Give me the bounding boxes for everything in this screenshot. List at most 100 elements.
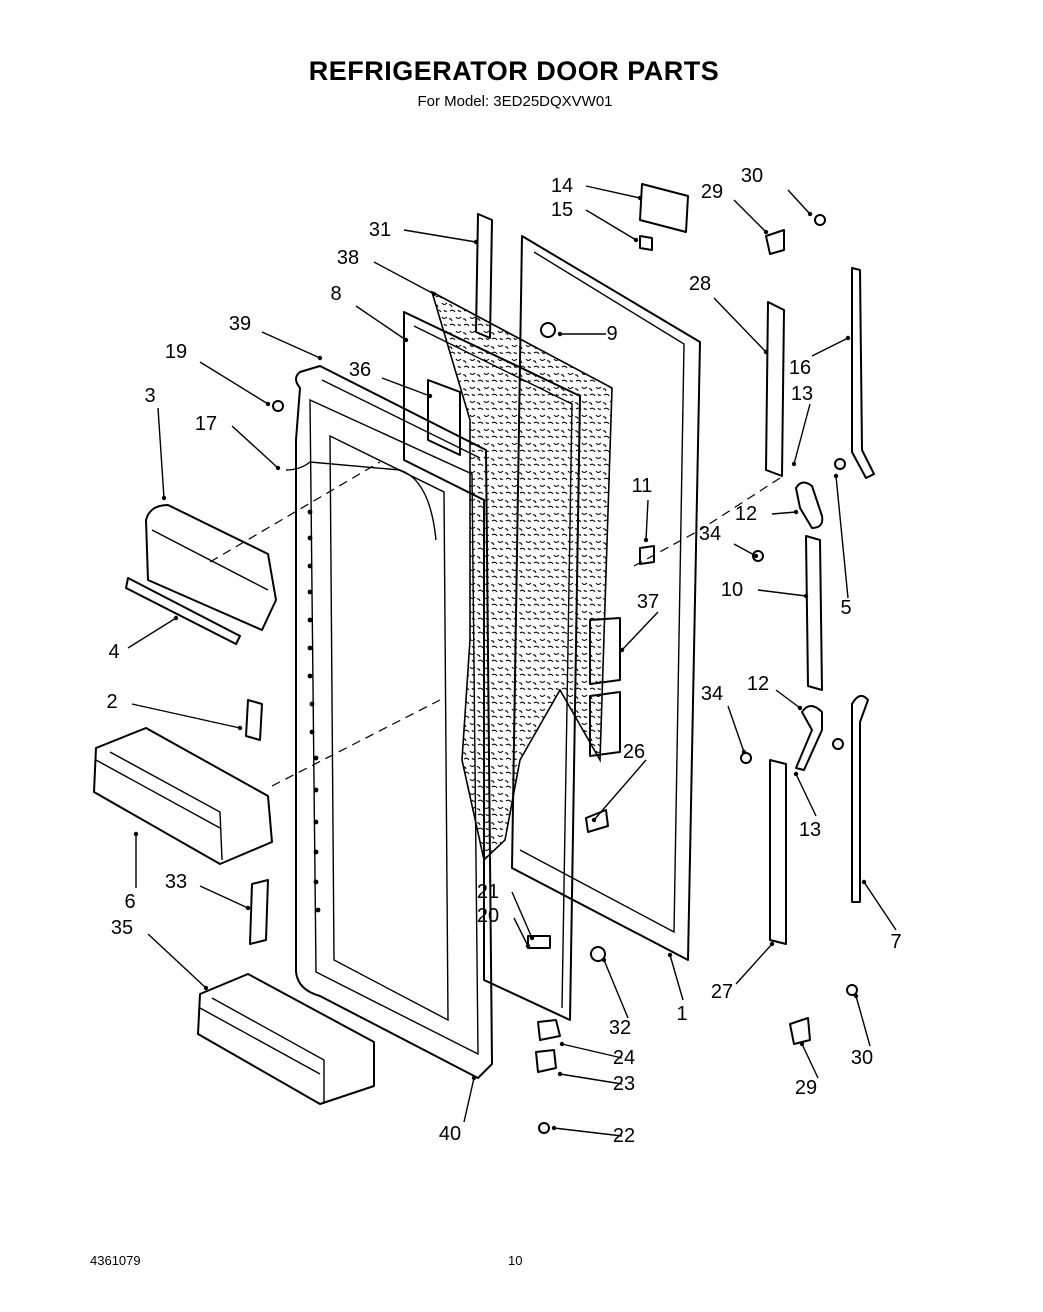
document-number: 4361079 xyxy=(90,1253,141,1268)
leader-line xyxy=(231,425,279,469)
callout-number: 17 xyxy=(195,413,217,435)
callout-number: 12 xyxy=(747,673,769,695)
callout-number: 30 xyxy=(851,1047,873,1069)
leader-arrowhead xyxy=(763,229,769,235)
leader-line xyxy=(733,543,757,557)
page-title: REFRIGERATOR DOOR PARTS xyxy=(308,56,720,86)
leader-arrowhead xyxy=(763,349,769,355)
leader-line xyxy=(801,1043,819,1079)
callout-number: 24 xyxy=(613,1047,635,1069)
leader-arrowhead xyxy=(619,647,625,653)
callout-number: 27 xyxy=(711,981,733,1003)
callout-number: 9 xyxy=(606,323,617,345)
leader-line xyxy=(157,407,165,499)
callout-labels: 1234567891011121213131415161719202122232… xyxy=(106,165,901,1147)
leader-arrowhead xyxy=(317,355,323,361)
door-channels xyxy=(765,301,823,945)
door-liner xyxy=(285,365,493,1079)
leader-arrowhead xyxy=(797,705,803,711)
leader-arrowhead xyxy=(431,291,437,297)
callout-number: 11 xyxy=(632,475,653,497)
leader-line xyxy=(793,403,811,465)
bin-brackets xyxy=(245,699,269,945)
leader-arrowhead xyxy=(741,749,747,755)
leader-line xyxy=(463,1077,475,1123)
leader-arrowhead xyxy=(557,331,563,337)
leader-line xyxy=(381,377,431,397)
callout-number: 20 xyxy=(477,905,499,927)
callout-number: 37 xyxy=(637,591,659,613)
callout-number: 10 xyxy=(721,579,743,601)
leader-arrowhead xyxy=(845,335,851,341)
callout-number: 19 xyxy=(165,341,187,363)
callout-number: 32 xyxy=(609,1017,631,1039)
callout-number: 29 xyxy=(795,1077,817,1099)
leader-line xyxy=(127,617,177,649)
leader-line xyxy=(733,199,767,233)
callout-number: 6 xyxy=(124,891,135,913)
callout-number: 4 xyxy=(108,641,119,663)
door-bin-large xyxy=(93,727,273,865)
leader-arrowhead xyxy=(473,239,479,245)
leader-arrowhead xyxy=(637,195,643,201)
leader-line xyxy=(855,995,871,1047)
callout-number: 12 xyxy=(735,503,757,525)
trim-strips xyxy=(851,267,875,903)
leader-line xyxy=(355,305,407,341)
callout-number: 16 xyxy=(789,357,811,379)
leader-arrowhead xyxy=(591,817,597,823)
leader-arrowhead xyxy=(791,461,797,467)
leader-arrowhead xyxy=(237,725,243,731)
leader-arrowhead xyxy=(551,1125,557,1131)
callout-number: 28 xyxy=(689,273,711,295)
leader-arrowhead xyxy=(203,985,209,991)
callout-number: 23 xyxy=(613,1073,635,1095)
callout-number: 36 xyxy=(349,359,371,381)
leader-line xyxy=(373,261,435,295)
callout-number: 1 xyxy=(676,1003,687,1025)
leader-arrowhead xyxy=(793,509,799,515)
alignment-lines xyxy=(209,461,781,787)
leader-arrowhead xyxy=(245,905,251,911)
callout-number: 26 xyxy=(623,741,645,763)
leader-line xyxy=(593,759,647,821)
foam-insulation xyxy=(430,290,613,862)
dairy-door xyxy=(125,504,277,645)
leader-arrowhead xyxy=(559,1041,565,1047)
leader-arrowhead xyxy=(471,1075,477,1081)
leader-line xyxy=(863,881,897,931)
leader-line xyxy=(199,885,249,909)
leader-line xyxy=(787,189,811,215)
callout-number: 3 xyxy=(144,385,155,407)
callout-number: 14 xyxy=(551,175,573,197)
leader-line xyxy=(621,611,659,651)
leader-arrowhead xyxy=(667,952,673,958)
callout-number: 31 xyxy=(369,219,391,241)
leader-arrowhead xyxy=(161,495,167,501)
callout-number: 35 xyxy=(111,917,133,939)
shelf-peg-holes xyxy=(307,509,321,913)
leader-arrowhead xyxy=(173,615,179,621)
door-bin-small xyxy=(197,973,375,1105)
leader-arrowhead xyxy=(427,393,433,399)
callout-number: 5 xyxy=(840,597,851,619)
leader-arrowhead xyxy=(557,1071,563,1077)
leader-line xyxy=(835,475,849,599)
page-number: 10 xyxy=(508,1253,523,1268)
leader-line xyxy=(795,773,817,817)
leader-line xyxy=(199,361,269,405)
callout-number: 13 xyxy=(799,819,821,841)
callout-number: 22 xyxy=(613,1125,635,1147)
leader-line xyxy=(713,297,767,353)
leader-arrowhead xyxy=(275,465,281,471)
leader-line xyxy=(559,1073,623,1085)
leader-arrowhead xyxy=(799,1041,805,1047)
leader-line xyxy=(131,703,241,729)
leader-line xyxy=(757,589,807,597)
leader-arrowhead xyxy=(769,941,775,947)
leader-arrowhead xyxy=(853,993,859,999)
callout-number: 30 xyxy=(741,165,763,187)
leader-arrowhead xyxy=(403,337,409,343)
callout-number: 40 xyxy=(439,1123,461,1145)
